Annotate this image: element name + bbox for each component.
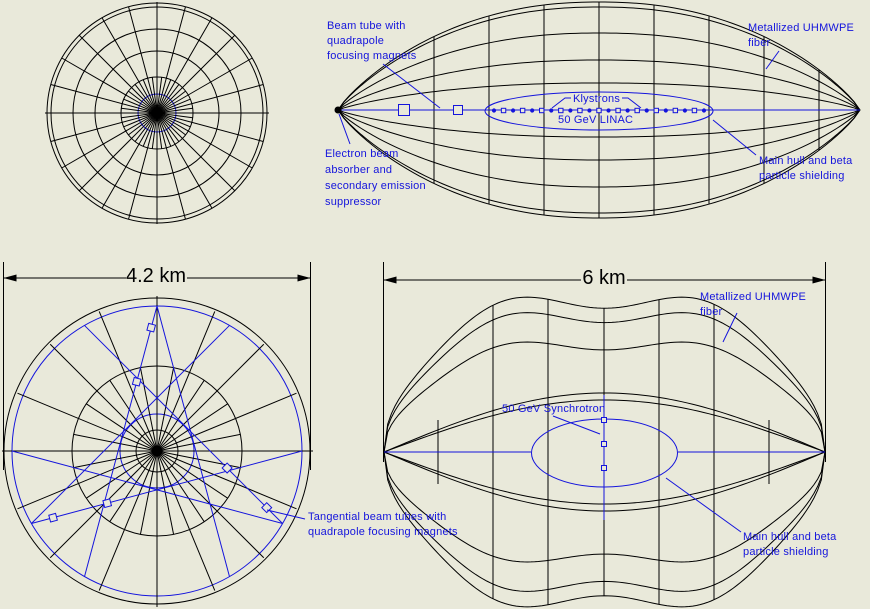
label-line: Beam tube with: [327, 20, 406, 32]
label-line: fiber: [700, 306, 723, 318]
label-line: Metallized UHMWPE: [700, 291, 807, 303]
label-line: quadrapole focusing magnets: [308, 526, 458, 538]
label-line: absorber and: [325, 164, 393, 176]
label-main-hull-top: Main hull and beta particle shielding: [759, 154, 853, 184]
label-metallized-fiber-bottom: Metallized UHMWPE fiber: [700, 290, 806, 320]
label-line: Tangential beam tubes with: [308, 511, 447, 523]
linac-side-view: [334, 1, 861, 219]
label-line: suppressor: [325, 196, 382, 208]
label-line: Electron beam: [325, 148, 399, 160]
label-metallized-fiber-top: Metallized UHMWPE fiber: [748, 21, 854, 51]
label-line: Main hull and beta: [743, 531, 837, 543]
label-klystrons: Klystrons: [573, 93, 621, 105]
leader-lines: [266, 50, 780, 533]
label-linac: 50 GeV LINAC: [558, 114, 634, 126]
dimension-text-disc: 4.2 km: [125, 265, 187, 287]
label-synchrotron: 50 GeV Synchrotron: [502, 403, 606, 415]
label-line: focusing magnets: [327, 50, 417, 62]
label-main-hull-bottom: Main hull and beta particle shielding: [743, 530, 837, 560]
label-beam-tube: Beam tube with quadrapole focusing magne…: [327, 19, 416, 64]
label-line: secondary emission: [325, 180, 426, 192]
label-electron-absorber: Electron beam absorber and secondary emi…: [325, 146, 426, 210]
label-line: quadrapole: [327, 35, 385, 47]
label-line: fiber: [748, 37, 771, 49]
dimension-text-hull: 6 km: [582, 267, 626, 289]
dimension-lines: [3, 262, 826, 470]
label-line: particle shielding: [743, 546, 829, 558]
label-line: Metallized UHMWPE: [748, 22, 855, 34]
linac-end-view: [45, 2, 269, 224]
label-line: particle shielding: [759, 170, 845, 182]
label-line: Main hull and beta: [759, 155, 853, 167]
label-tangential-tubes: Tangential beam tubes with quadrapole fo…: [308, 510, 458, 540]
synchrotron-plan-view: [2, 296, 313, 607]
synchrotron-hull-view: [383, 296, 826, 608]
